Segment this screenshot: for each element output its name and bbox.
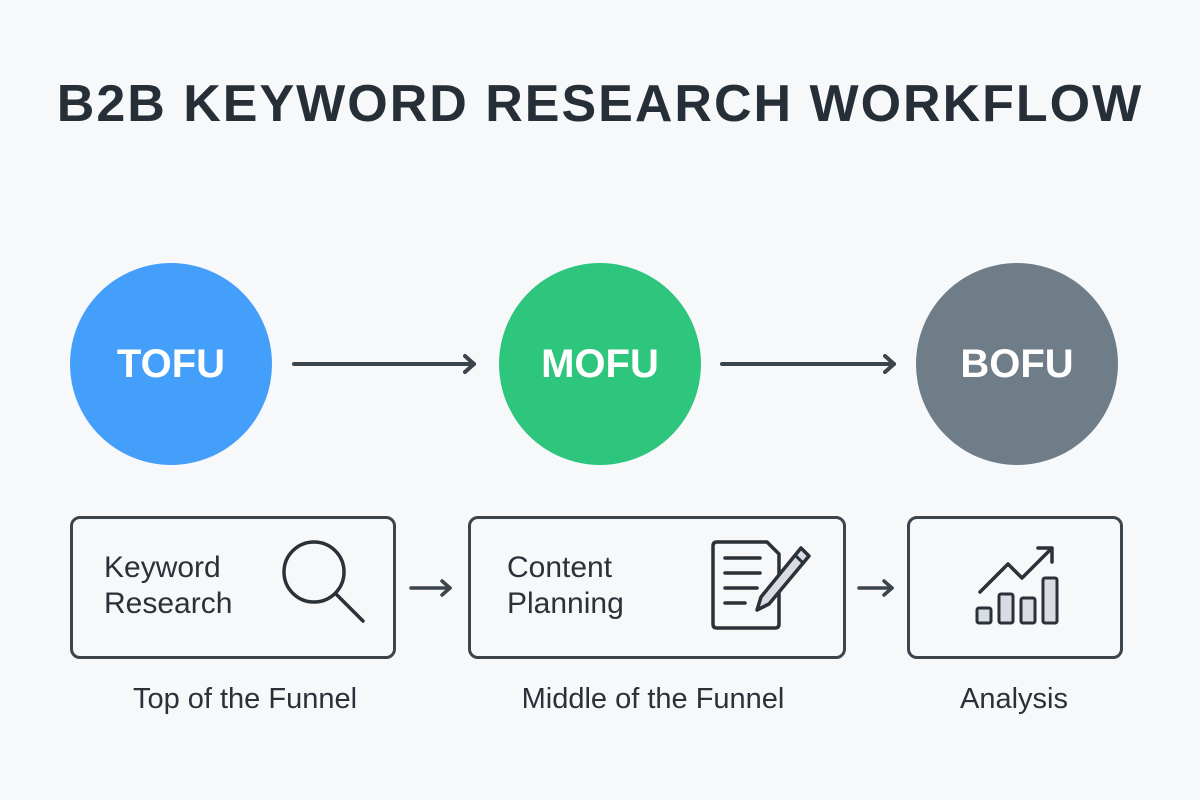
stage-bofu-label: BOFU [960, 341, 1074, 386]
stage-bofu-circle: BOFU [916, 263, 1118, 465]
bar-chart-trend-icon [975, 546, 1059, 625]
stage-mofu-circle: MOFU [499, 263, 701, 465]
step-keyword-research-label: Keyword Research [104, 551, 233, 620]
stage-mofu-label: MOFU [541, 341, 659, 386]
caption-analysis: Analysis [960, 683, 1068, 715]
caption-top-of-funnel: Top of the Funnel [132, 683, 358, 715]
stage-tofu-label: TOFU [116, 341, 226, 386]
arrow-right-icon [292, 354, 476, 374]
diagram-title: B2B KEYWORD RESEARCH WORKFLOW [56, 75, 1144, 133]
magnifier-icon [282, 540, 365, 623]
stage-tofu-circle: TOFU [70, 263, 272, 465]
step-content-planning-label: Content Planning [507, 551, 624, 620]
step-analysis-box [907, 516, 1123, 659]
arrow-right-icon [720, 354, 896, 374]
caption-middle-of-funnel: Middle of the Funnel [521, 683, 785, 715]
arrow-right-icon [409, 579, 452, 597]
document-pencil-icon [711, 540, 811, 630]
arrow-right-icon [857, 579, 894, 597]
